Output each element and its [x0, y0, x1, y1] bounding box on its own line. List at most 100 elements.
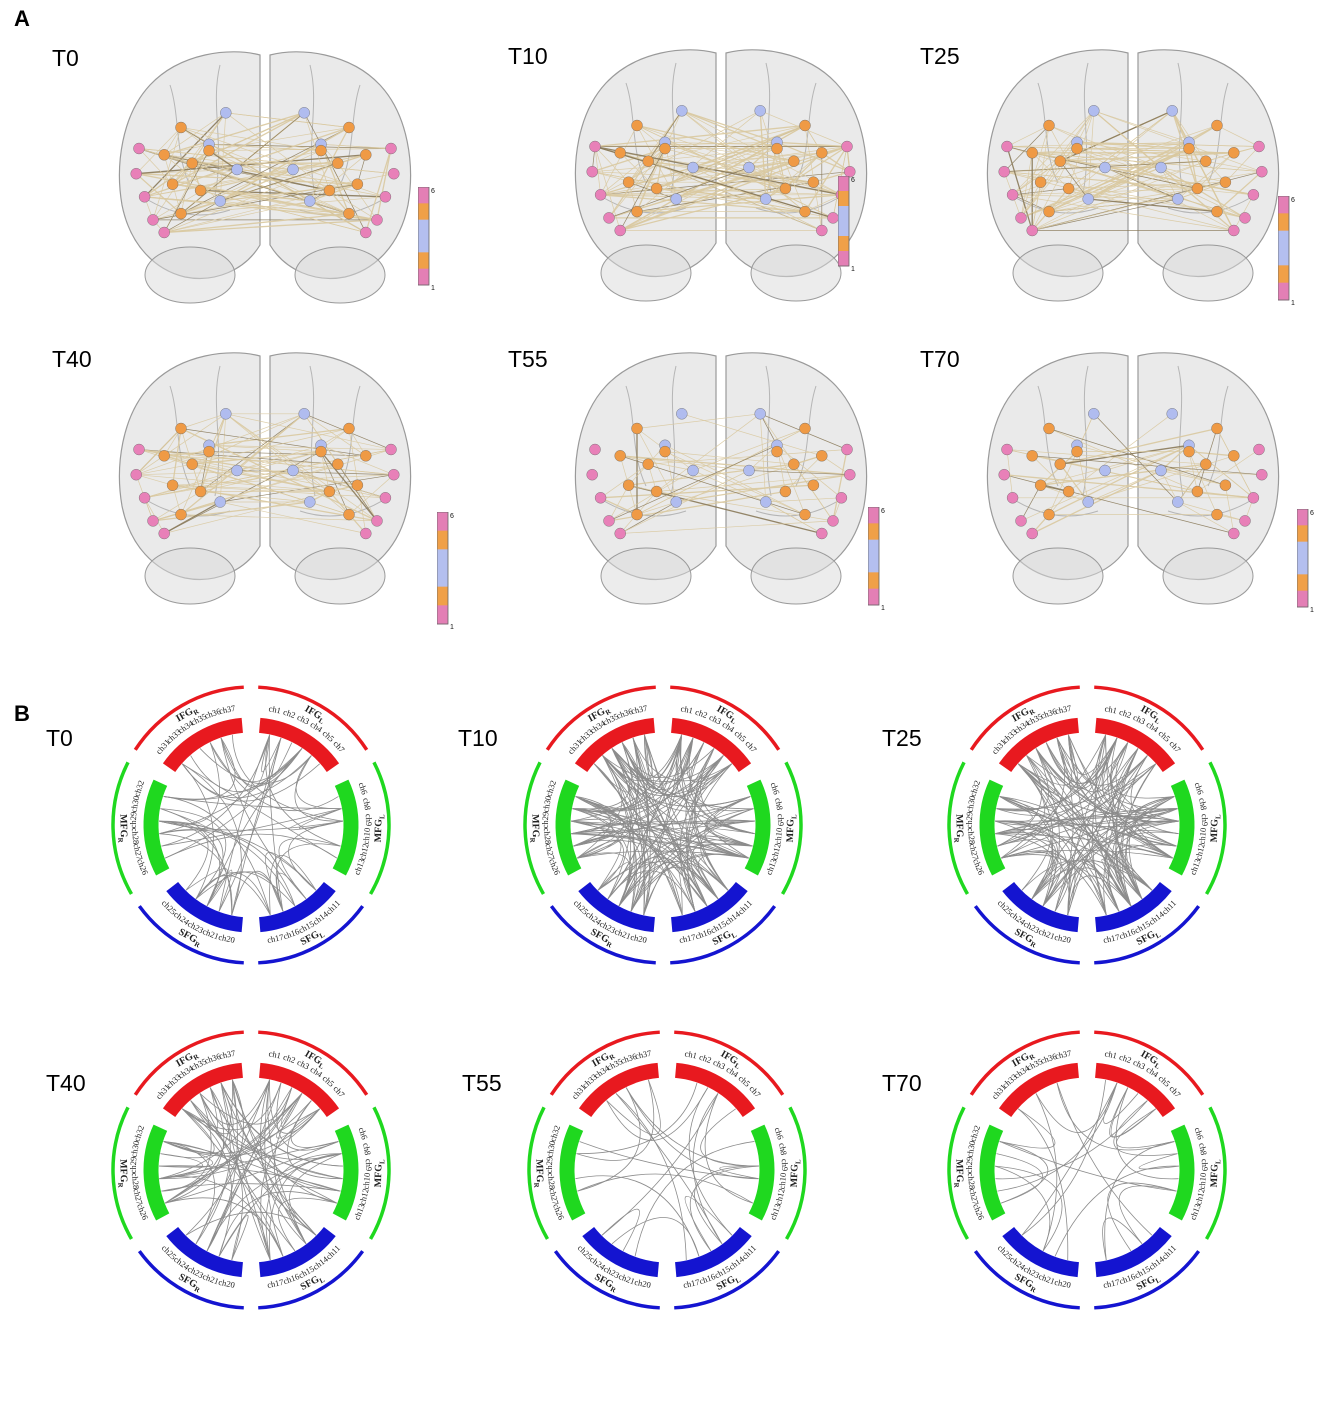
brain-node — [1211, 119, 1223, 132]
region-outer-arc — [258, 685, 369, 751]
region-label: MFGR — [952, 1159, 965, 1189]
channel-label: ch2 — [694, 707, 709, 720]
colorbar-segment — [437, 586, 448, 606]
connectivity-link — [611, 748, 724, 796]
brain-node — [816, 450, 828, 462]
brain-edge — [309, 200, 350, 214]
region-outer-arc — [670, 685, 781, 751]
brain-node — [614, 147, 626, 159]
region-outer-arc — [784, 1106, 807, 1240]
region-label: MFGR — [532, 1159, 545, 1189]
brain-edge — [192, 450, 322, 465]
brain-edge — [164, 112, 305, 156]
temporal-lobe — [750, 547, 842, 605]
connectivity-link — [995, 823, 1174, 859]
brain-edge — [1031, 182, 1041, 231]
brain-edge — [1048, 110, 1173, 212]
connectivity-link — [573, 834, 616, 859]
brain-edge — [144, 112, 227, 198]
brain-node — [659, 142, 671, 155]
brain-edge — [1188, 445, 1254, 499]
connectivity-link — [570, 737, 694, 826]
region-outer-arc — [973, 1250, 1080, 1310]
brain-edge — [664, 141, 794, 162]
brain-node — [1228, 527, 1240, 540]
brain-node — [1191, 182, 1204, 195]
brain-edge — [620, 470, 750, 534]
channel-label: ch10 — [777, 1172, 789, 1189]
connectivity-link — [276, 1093, 320, 1139]
connectivity-link — [159, 1153, 203, 1180]
channel-label: ch8 — [361, 1142, 373, 1156]
region-inner-band — [670, 717, 752, 773]
region-inner-band — [1002, 881, 1080, 933]
channel-label: ch2 — [1118, 1052, 1133, 1065]
brain-node — [1099, 464, 1111, 477]
connectivity-link — [618, 861, 729, 907]
brain-node — [1239, 212, 1251, 224]
brain-edge — [1032, 152, 1262, 173]
brain-node — [298, 107, 310, 119]
brain-edge — [648, 160, 842, 196]
connectivity-link — [231, 737, 282, 916]
brain-node — [158, 450, 170, 462]
brain-edge — [138, 449, 386, 499]
brain-network-t10: T10 — [508, 43, 888, 302]
region-inner-band — [578, 1062, 660, 1118]
region-outer-arc — [553, 1250, 660, 1310]
brain-edge — [636, 413, 761, 429]
region-label: MFGR — [116, 814, 129, 844]
brain-edge — [594, 145, 834, 219]
brain-edge — [180, 196, 386, 214]
channel-label: ch1 — [268, 703, 282, 715]
connectivity-link — [158, 742, 220, 825]
brain-node — [754, 105, 766, 117]
brain-edge — [647, 110, 683, 162]
region-outer-arc — [258, 905, 365, 965]
brain-edge — [164, 154, 386, 198]
connectivity-link — [618, 856, 708, 907]
channel-label: ch12 — [1193, 1187, 1207, 1205]
brain-node — [760, 193, 772, 205]
connectivity-link — [269, 1153, 342, 1260]
brain-edge — [180, 413, 305, 516]
channel-label: ch28 — [546, 1172, 558, 1189]
connectivity-link — [1045, 742, 1129, 793]
brain-node — [743, 464, 755, 477]
brain-node — [1043, 422, 1055, 435]
brain-edge — [600, 194, 806, 213]
channel-label: ch29 — [964, 812, 975, 829]
gyrus-contour — [1207, 385, 1229, 487]
brain-edge — [152, 449, 392, 522]
channel-label: ch20 — [634, 1277, 652, 1290]
connectivity-link — [995, 820, 1179, 835]
connectivity-link — [573, 835, 719, 900]
channel-label: ch16 — [282, 926, 301, 941]
connectivity-link — [687, 755, 724, 912]
brain-node — [1034, 176, 1047, 188]
brain-node — [1211, 422, 1223, 435]
colorbar-max-label: 6 — [450, 513, 454, 520]
brain-edge — [164, 219, 378, 234]
connectivity-link — [576, 1082, 698, 1155]
brain-edge — [164, 200, 221, 233]
brain-node — [687, 464, 699, 477]
brain-network-t40: T40 — [52, 346, 432, 626]
brain-network-t70: T70 — [920, 346, 1310, 606]
colorbar-segment — [868, 507, 879, 524]
brain-node — [385, 142, 397, 155]
region-inner-band — [582, 1226, 660, 1278]
brain-edge — [1068, 413, 1173, 492]
channel-label: ch27 — [131, 842, 145, 860]
region-inner-band — [1168, 1124, 1195, 1221]
brain-node — [371, 214, 383, 226]
region-inner-band — [998, 717, 1080, 773]
channel-label: ch13 — [352, 857, 367, 876]
brain-edge — [136, 173, 358, 185]
brain-timepoint-label: T40 — [52, 346, 92, 372]
channel-label: ch6 — [1193, 1126, 1206, 1141]
brain-edge — [804, 194, 842, 212]
brain-edge — [681, 110, 778, 143]
